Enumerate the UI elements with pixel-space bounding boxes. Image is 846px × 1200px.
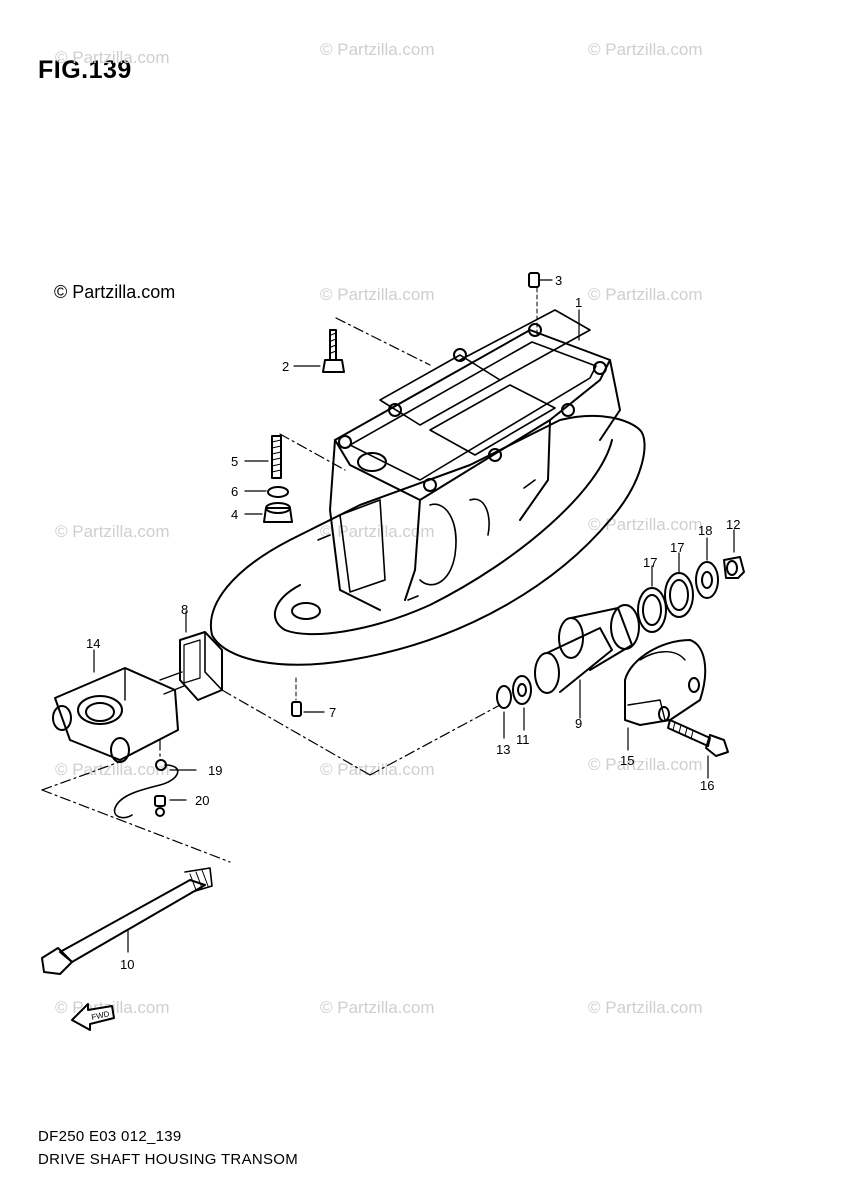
callout-16: 16 xyxy=(700,778,714,793)
through-bolt xyxy=(41,867,213,975)
watermark: © Partzilla.com xyxy=(320,760,435,779)
lock-nut xyxy=(723,556,745,579)
watermark: © Partzilla.com xyxy=(588,40,703,59)
callout-18: 18 xyxy=(698,523,712,538)
copyright-notice: © Partzilla.com xyxy=(54,282,176,302)
callout-15: 15 xyxy=(620,753,634,768)
alignment-lines xyxy=(41,689,501,863)
clamp-bracket xyxy=(52,667,179,763)
callout-12: 12 xyxy=(726,517,740,532)
watermark: © Partzilla.com xyxy=(320,998,435,1017)
section-title: DRIVE SHAFT HOUSING TRANSOM xyxy=(38,1151,299,1168)
callout-6: 6 xyxy=(231,484,238,499)
callout-11: 11 xyxy=(516,732,530,747)
callout-20: 20 xyxy=(195,793,209,808)
watermark: © Partzilla.com xyxy=(588,515,703,534)
watermark: © Partzilla.com xyxy=(55,48,170,67)
screw xyxy=(154,795,166,817)
callout-5: 5 xyxy=(231,454,238,469)
watermark: © Partzilla.com xyxy=(55,760,170,779)
callout-17b: 17 xyxy=(670,540,684,555)
fwd-label: FWD xyxy=(91,1009,111,1022)
bushing-sleeve xyxy=(534,604,640,694)
callout-10: 10 xyxy=(120,957,134,972)
callout-2: 2 xyxy=(282,359,289,374)
watermark: © Partzilla.com xyxy=(320,522,435,541)
figure-label: FIG.139 xyxy=(38,56,132,84)
callout-7: 7 xyxy=(329,705,336,720)
bracket-cap xyxy=(624,639,707,726)
drive-shaft-housing xyxy=(209,309,646,666)
watermark: © Partzilla.com xyxy=(588,755,703,774)
oil-seal xyxy=(664,572,694,618)
rubber-mount xyxy=(159,631,223,701)
stud-bolt xyxy=(271,435,282,479)
callout-19: 19 xyxy=(208,763,222,778)
ground-wire xyxy=(113,759,179,819)
dowel-pin xyxy=(528,272,540,288)
washer xyxy=(512,675,532,705)
callout-8: 8 xyxy=(181,602,188,617)
hex-nut xyxy=(263,502,293,523)
callout-labels: 1 2 3 4 5 6 7 8 9 10 11 12 13 14 15 16 1… xyxy=(86,273,740,972)
callout-13: 13 xyxy=(496,742,510,757)
small-bolt xyxy=(291,677,302,717)
callout-14: 14 xyxy=(86,636,100,651)
washer xyxy=(267,486,289,498)
model-code: DF250 E03 012_139 xyxy=(38,1128,182,1145)
callout-1: 1 xyxy=(575,295,582,310)
cap-bolt xyxy=(667,719,729,757)
housing-bolt xyxy=(322,329,345,373)
callout-4: 4 xyxy=(231,507,238,522)
oil-seal xyxy=(637,587,667,633)
washer xyxy=(496,685,512,709)
watermark: © Partzilla.com xyxy=(320,40,435,59)
watermark: © Partzilla.com xyxy=(588,998,703,1017)
callout-17: 17 xyxy=(643,555,657,570)
callout-9: 9 xyxy=(575,716,582,731)
forward-direction-arrow: FWD xyxy=(71,1003,115,1031)
watermark: © Partzilla.com xyxy=(320,285,435,304)
flat-washer xyxy=(695,561,719,599)
callout-3: 3 xyxy=(555,273,562,288)
watermark: © Partzilla.com xyxy=(588,285,703,304)
watermark: © Partzilla.com xyxy=(55,522,170,541)
